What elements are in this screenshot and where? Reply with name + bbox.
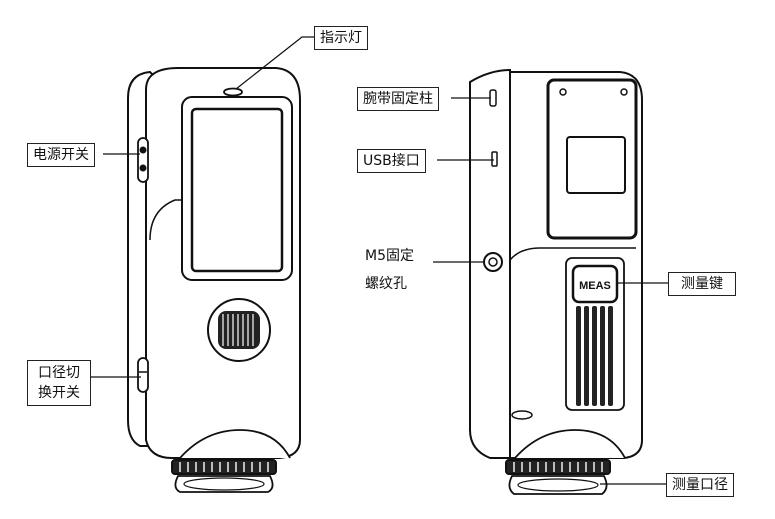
label-wrist-strap-post: 腕带固定柱 [357, 87, 439, 111]
label-measure-aperture: 测量口径 [666, 473, 734, 497]
front-base [179, 429, 291, 459]
back-base [514, 429, 626, 459]
back-ring [505, 459, 611, 475]
front-view-device [127, 67, 301, 493]
label-usb-port: USB接口 [357, 149, 426, 173]
measure-button-ridges [576, 306, 613, 406]
measure-button [571, 264, 619, 304]
label-m5-hole-line1: M5固定 [365, 248, 414, 264]
label-m5-hole: M5固定 螺纹孔 [357, 244, 433, 296]
front-foot [174, 475, 274, 493]
label-m5-hole-line2: 螺纹孔 [365, 276, 407, 292]
measure-button-text: MEAS [579, 280, 611, 292]
label-measure-key: 测量键 [668, 272, 736, 296]
leader-lines [90, 36, 668, 485]
indicator-light [223, 87, 243, 97]
label-indicator: 指示灯 [314, 26, 368, 50]
usb-port [491, 151, 498, 167]
aperture-switch-slot [137, 357, 149, 393]
power-switch-slot [137, 137, 149, 183]
label-aperture-switch: 口径切 换开关 [27, 360, 91, 406]
screen-display [190, 107, 284, 273]
label-power-switch: 电源开关 [27, 143, 95, 167]
front-lower-body [149, 199, 290, 241]
label-aperture-switch-line2: 换开关 [38, 385, 80, 401]
leader-indicator [235, 36, 314, 90]
back-view-device: MEAS [469, 68, 643, 495]
speaker-grille [207, 298, 271, 362]
front-ring [171, 459, 277, 475]
back-label-window [566, 136, 626, 194]
label-aperture-switch-line1: 口径切 [38, 365, 80, 381]
